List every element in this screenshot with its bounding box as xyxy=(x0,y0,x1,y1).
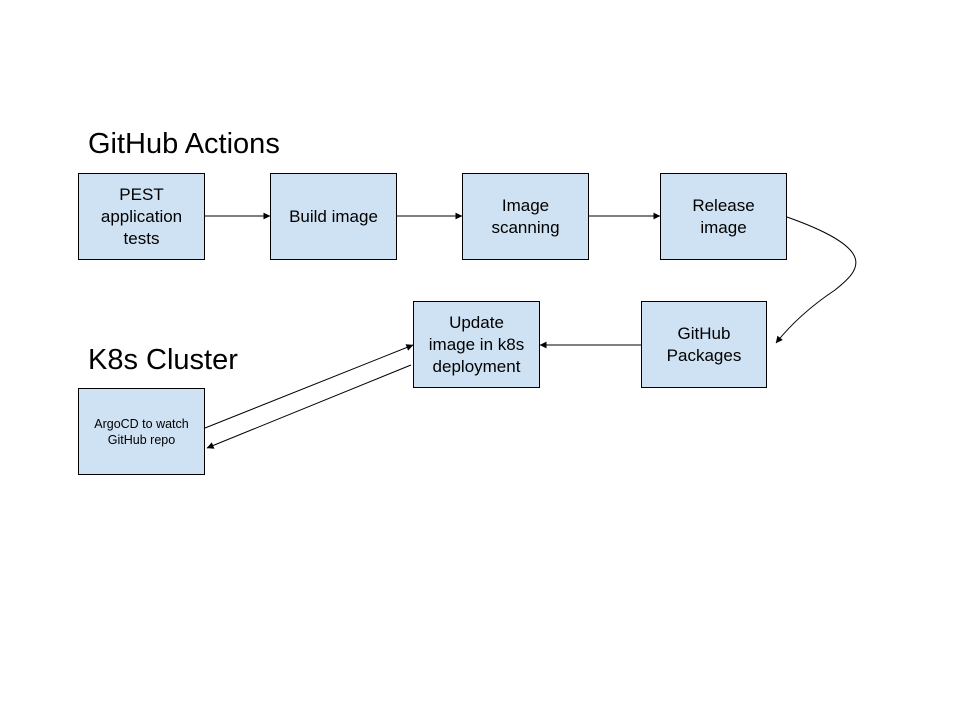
edge-update-to-argocd xyxy=(206,364,412,449)
update-image-node: Update image in k8s deployment xyxy=(413,301,540,388)
github-actions-title: GitHub Actions xyxy=(88,128,280,160)
image-scanning-node: Image scanning xyxy=(462,173,589,260)
github-packages-node: GitHub Packages xyxy=(641,301,767,388)
build-image-node: Build image xyxy=(270,173,397,260)
k8s-cluster-title: K8s Cluster xyxy=(88,344,238,376)
edge-argocd-to-update xyxy=(204,344,414,429)
argocd-node: ArgoCD to watch GitHub repo xyxy=(78,388,205,475)
edge-release-to-packages xyxy=(775,216,857,344)
pest-application-tests-node: PEST application tests xyxy=(78,173,205,260)
release-image-node: Release image xyxy=(660,173,787,260)
